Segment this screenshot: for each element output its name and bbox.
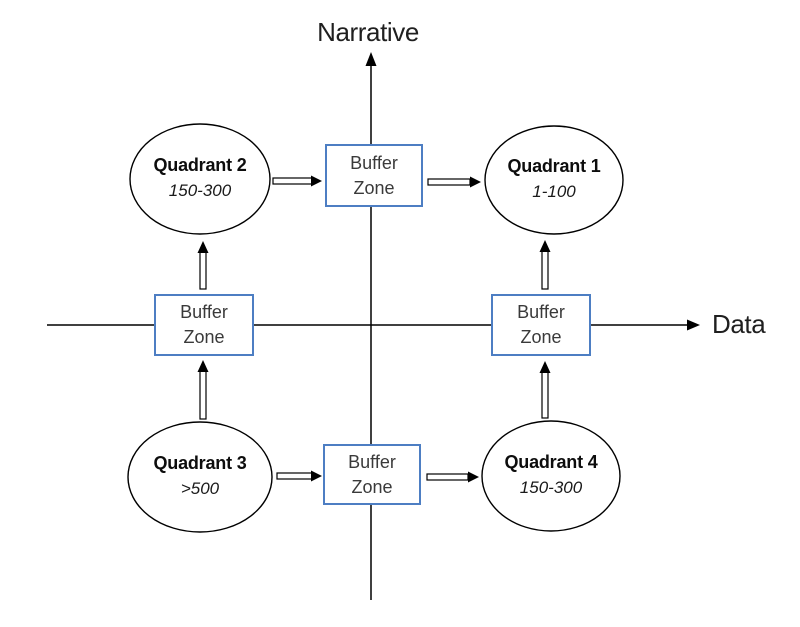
- quadrant-2-text: Quadrant 2 150-300: [120, 155, 280, 200]
- arrow-right-buffer-to-q1-icon: [539, 240, 551, 290]
- buffer-zone-left: Buffer Zone: [155, 295, 253, 355]
- quadrant-4-ellipse: [481, 420, 621, 532]
- vertical-axis: [365, 52, 377, 600]
- buffer-zone-box-top: [325, 144, 423, 207]
- horizontal-axis: [47, 319, 700, 331]
- quadrant-2-title: Quadrant 2: [153, 155, 247, 175]
- buffer-zone-top-label: Buffer Zone: [350, 152, 398, 198]
- quadrant-2-range: 150-300: [168, 181, 232, 200]
- quadrant-1-range: 1-100: [532, 182, 576, 201]
- quadrant-3-range: >500: [180, 479, 220, 498]
- arrow-q2-to-top-buffer-icon: [272, 175, 322, 187]
- quadrant-4-text: Quadrant 4 150-300: [471, 452, 631, 497]
- quadrant-2-ellipse: [129, 123, 271, 235]
- arrow-bottom-buffer-to-q4-icon: [426, 471, 479, 483]
- buffer-zone-bottom-label: Buffer Zone: [348, 451, 396, 497]
- quadrant-3-text: Quadrant 3 >500: [120, 453, 280, 498]
- quadrant-4-title: Quadrant 4: [504, 452, 598, 472]
- quadrant-3-title: Quadrant 3: [153, 453, 247, 473]
- vertical-axis-label: Narrative: [317, 17, 419, 47]
- right-arrowhead-icon: [687, 319, 700, 331]
- buffer-zone-bottom: Buffer Zone: [324, 445, 420, 504]
- arrow-left-buffer-to-q2-icon: [197, 241, 209, 290]
- buffer-zone-right-label: Buffer Zone: [517, 302, 565, 347]
- arrow-q3-to-left-buffer-icon: [197, 360, 209, 420]
- buffer-zone-box-bottom: [323, 444, 421, 505]
- quadrant-4-range: 150-300: [519, 478, 583, 497]
- arrow-top-buffer-to-q1-icon: [427, 176, 481, 188]
- quadrant-1-title: Quadrant 1: [507, 156, 601, 176]
- arrow-q3-to-bottom-buffer-icon: [276, 470, 322, 482]
- up-arrowhead-icon: [365, 52, 377, 66]
- buffer-zone-top: Buffer Zone: [326, 145, 422, 206]
- buffer-zone-left-label: Buffer Zone: [180, 302, 228, 347]
- buffer-zone-box-left: [154, 294, 254, 356]
- arrow-q4-to-right-buffer-icon: [539, 361, 551, 419]
- quadrant-1-ellipse: [484, 125, 624, 235]
- quadrant-1-text: Quadrant 1 1-100: [474, 156, 634, 201]
- buffer-zone-right: Buffer Zone: [492, 295, 590, 355]
- buffer-zone-box-right: [491, 294, 591, 356]
- quadrant-3-ellipse: [127, 421, 273, 533]
- horizontal-axis-label: Data: [712, 309, 766, 339]
